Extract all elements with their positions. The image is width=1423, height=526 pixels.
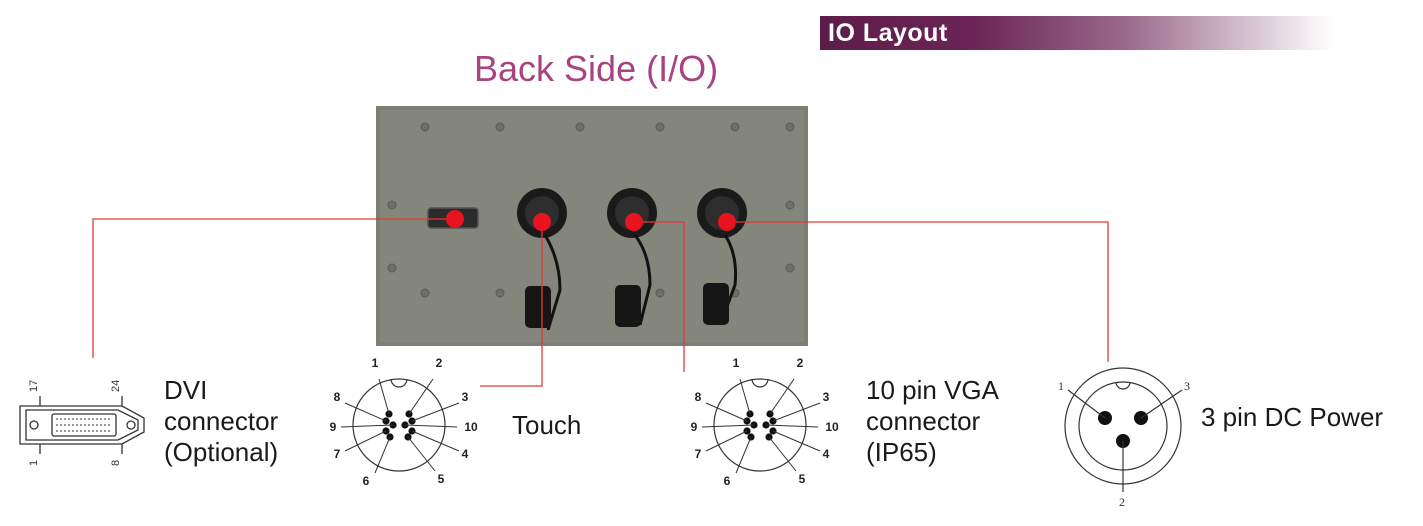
touch-pin-label-5: 5 xyxy=(438,472,445,486)
vga-pin-line-2 xyxy=(769,378,795,415)
touch-pin-label-2: 2 xyxy=(436,356,443,370)
power-pin-3: 3 xyxy=(1184,379,1190,393)
io-layout-header: IO Layout xyxy=(820,16,1333,50)
dvi-pin-17: 17 xyxy=(28,380,40,392)
touch-connector-drawing: 1 2 3 4 5 6 7 8 9 10 xyxy=(330,356,478,488)
vga-label-line-3: (IP65) xyxy=(866,437,937,467)
touch-pin-line-5 xyxy=(407,436,436,472)
touch-pin-line-6 xyxy=(374,436,391,474)
touch-pin-line-7 xyxy=(344,430,387,452)
power-label: 3 pin DC Power xyxy=(1201,402,1384,432)
vga-label: 10 pin VGA connector (IP65) xyxy=(866,375,999,468)
vga-connector-drawing: 1 2 3 4 5 6 7 8 9 10 xyxy=(691,356,839,488)
vga-pin-label-8: 8 xyxy=(695,390,702,404)
vga-pin-line-6 xyxy=(735,436,752,474)
touch-pin-line-2 xyxy=(408,378,434,415)
header-title: IO Layout xyxy=(828,19,948,47)
touch-pin-label-9: 9 xyxy=(330,420,337,434)
back-side-title: Back Side (I/O) xyxy=(474,48,719,89)
vga-pin-line-9 xyxy=(701,424,755,428)
dvi-marker xyxy=(446,210,464,228)
vga-pin-label-10: 10 xyxy=(825,420,839,434)
vga-pin-line-5 xyxy=(768,436,797,472)
dvi-pin-1: 1 xyxy=(28,460,40,466)
vga-label-line-2: connector xyxy=(866,406,981,436)
dvi-label: DVI connector (Optional) xyxy=(164,375,278,468)
touch-marker xyxy=(533,213,551,231)
vga-pin-line-3 xyxy=(772,402,821,422)
vga-pin-label-5: 5 xyxy=(799,472,806,486)
power-pin-2: 2 xyxy=(1119,495,1125,509)
touch-label: Touch xyxy=(512,410,582,440)
touch-leader-line xyxy=(480,222,543,387)
touch-pin-label-8: 8 xyxy=(334,390,341,404)
vga-pin-line-4 xyxy=(772,430,821,452)
touch-pin-line-8 xyxy=(344,402,387,422)
dvi-pin-8: 8 xyxy=(110,460,122,466)
touch-pin-label-1: 1 xyxy=(372,356,379,370)
vga-pin-label-2: 2 xyxy=(797,356,804,370)
vga-pin-label-9: 9 xyxy=(691,420,698,434)
dvi-label-line-2: connector xyxy=(164,406,279,436)
power-connector-drawing: 1 3 2 xyxy=(1058,367,1190,509)
vga-pin-label-1: 1 xyxy=(733,356,740,370)
vga-pin-line-1 xyxy=(739,378,751,415)
dvi-label-line-3: (Optional) xyxy=(164,437,279,467)
back-panel-photo xyxy=(376,106,808,346)
vga-pin-line-7 xyxy=(705,430,748,452)
touch-pin-line-3 xyxy=(411,402,460,422)
power-marker xyxy=(718,213,736,231)
vga-leader-line xyxy=(634,221,685,372)
dvi-pin-24: 24 xyxy=(110,380,122,392)
touch-pin-label-7: 7 xyxy=(334,447,341,461)
touch-pin-label-6: 6 xyxy=(363,474,370,488)
dvi-connector-drawing: 17 24 1 8 xyxy=(19,380,145,466)
touch-pin-line-9 xyxy=(340,424,394,428)
touch-pin-line-10 xyxy=(404,424,458,428)
power-pin-1: 1 xyxy=(1058,379,1064,393)
touch-pin-label-3: 3 xyxy=(462,390,469,404)
vga-pin-label-7: 7 xyxy=(695,447,702,461)
vga-pin-label-4: 4 xyxy=(823,447,830,461)
vga-pin-label-6: 6 xyxy=(724,474,731,488)
dvi-label-line-1: DVI xyxy=(164,375,208,405)
vga-pin-label-3: 3 xyxy=(823,390,830,404)
power-leader-line xyxy=(727,221,1109,362)
vga-label-line-1: 10 pin VGA xyxy=(866,375,999,405)
touch-pin-label-4: 4 xyxy=(462,447,469,461)
touch-pin-line-4 xyxy=(411,430,460,452)
touch-pin-line-1 xyxy=(378,378,390,415)
vga-pin-line-10 xyxy=(765,424,819,428)
vga-marker xyxy=(625,213,643,231)
dvi-leader-line xyxy=(92,218,455,358)
vga-pin-line-8 xyxy=(705,402,748,422)
power-port xyxy=(697,188,747,325)
touch-pin-label-10: 10 xyxy=(464,420,478,434)
